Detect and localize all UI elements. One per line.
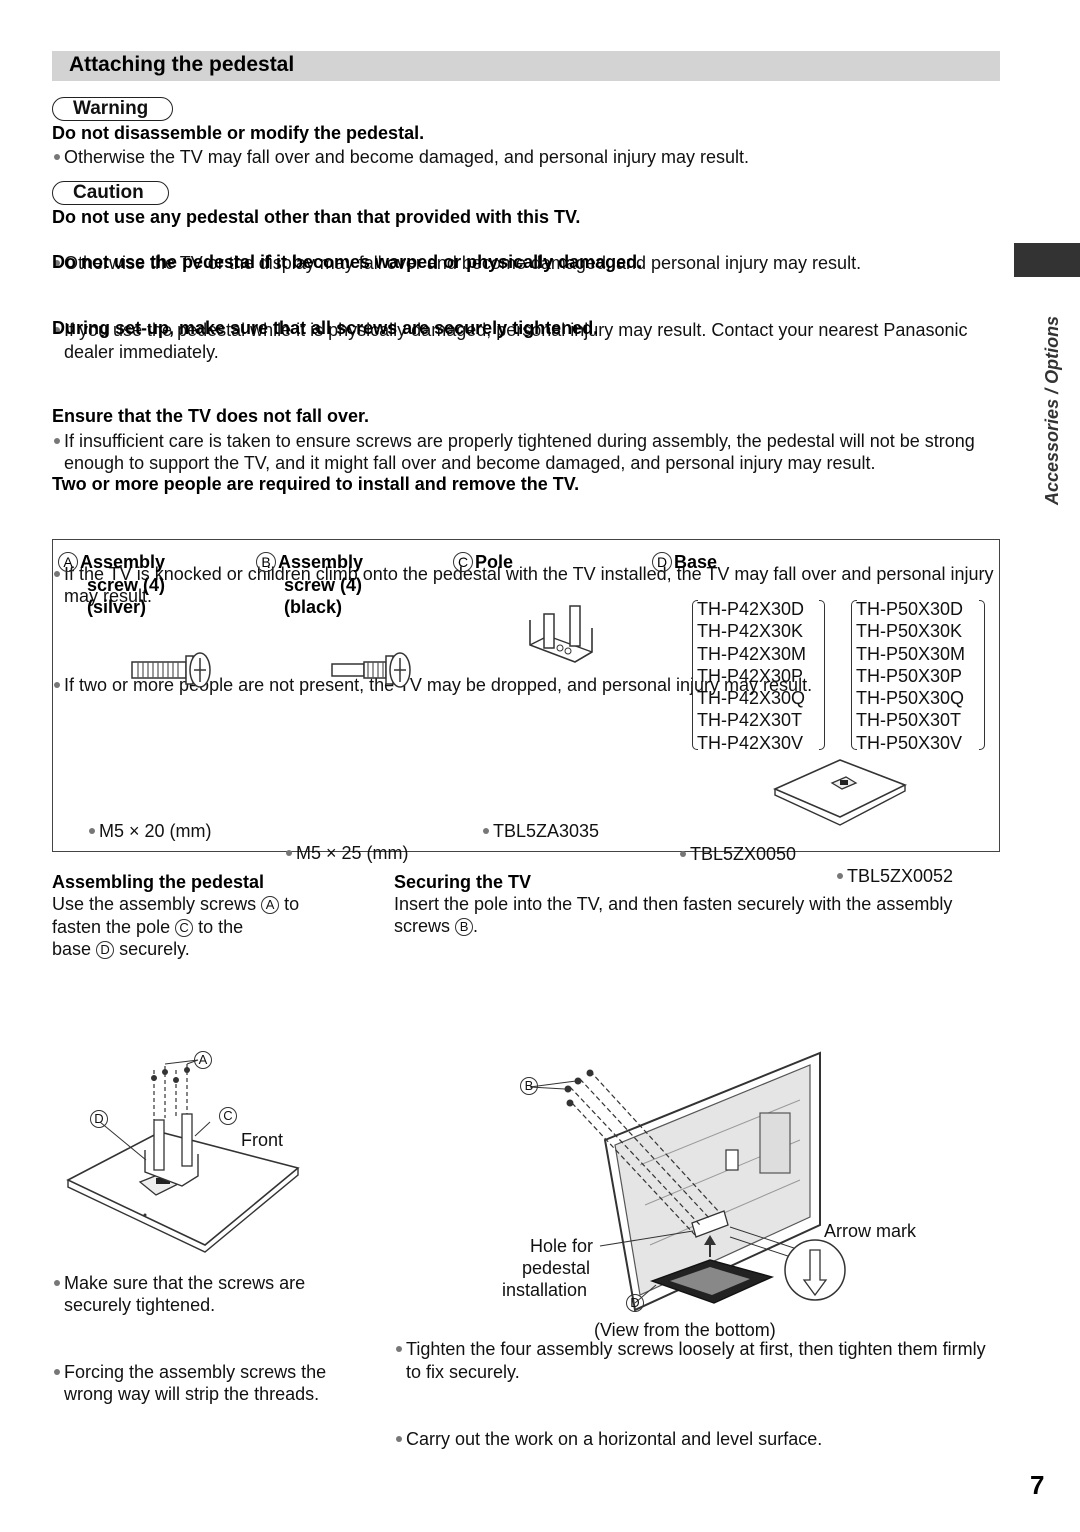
caution-heading-3: During set-up, make sure that all screws… — [52, 318, 599, 338]
screw-a-icon — [131, 652, 211, 688]
model-item: TH-P42X30V — [697, 732, 804, 753]
section-header-bar: Attaching the pedestal — [52, 51, 1000, 81]
diagram-front-label: Front — [241, 1130, 284, 1150]
model-item: TH-P42X30P — [697, 665, 804, 686]
caution-label: Caution — [73, 182, 144, 203]
part-b-spec: M5 × 25 (mm) — [284, 842, 1080, 864]
arrow-mark-label: Arrow mark — [824, 1221, 917, 1241]
hole-label-line3: installation — [502, 1280, 588, 1300]
caution-heading-1: Do not use any pedestal other than that … — [52, 207, 581, 227]
models-bracket-left — [692, 600, 698, 750]
model-item: TH-P42X30K — [697, 621, 804, 642]
letter-b-ref: B — [455, 918, 474, 937]
caution-heading-5: Two or more people are required to insta… — [52, 474, 580, 494]
letter-c-ref: C — [175, 919, 194, 937]
warning-label: Warning — [73, 98, 149, 119]
warning-heading: Do not disassemble or modify the pedesta… — [52, 123, 425, 143]
accessories-parts-box — [52, 539, 1000, 852]
caution-badge: Caution — [52, 181, 169, 205]
model-item: TH-P50X30Q — [856, 688, 965, 709]
model-item: TH-P50X30D — [856, 599, 964, 619]
part-c-spec: TBL5ZA3035 — [481, 820, 1080, 842]
caution-bullet-1: Otherwise the TV or the display may fall… — [52, 252, 1004, 274]
securing-tv-diagram — [529, 1051, 846, 1312]
page-number: 7 — [1030, 1470, 1045, 1500]
tv-diagram-label-b: B — [520, 1077, 538, 1096]
part-a-line2: screw (4) — [87, 575, 166, 595]
assembling-bullet-1: Make sure that the screws are securely t… — [52, 1272, 364, 1317]
assembling-heading: Assembling the pedestal — [52, 872, 265, 892]
hole-label-line2: pedestal — [522, 1258, 591, 1278]
assembling-text-line3: base D securely. — [52, 939, 190, 959]
models-list-50: TH-P50X30D TH-P50X30K TH-P50X30M TH-P50X… — [852, 598, 969, 754]
assembly-diagram — [66, 1059, 300, 1253]
part-a-spec: M5 × 20 (mm) — [87, 820, 1080, 842]
caution-bullet-5: If two or more people are not present, t… — [52, 674, 1004, 696]
part-a-letter: A — [58, 552, 78, 572]
letter-d-ref: D — [96, 941, 115, 959]
pole-icon — [529, 605, 593, 663]
view-from-bottom-label: (View from the bottom) — [594, 1320, 776, 1340]
model-item: TH-P50X30K — [856, 621, 963, 642]
caution-heading-2: Do not use the pedestal if it becomes wa… — [52, 252, 643, 272]
model-item: TH-P50X30V — [856, 732, 963, 753]
part-b-line3: (black) — [284, 597, 343, 617]
model-item: TH-P42X30M — [697, 643, 807, 664]
caution-bullet-4: If the TV is knocked or children climb o… — [52, 563, 1004, 608]
securing-bullet-1: Tighten the four assembly screws loosely… — [394, 1338, 986, 1383]
part-d-part2: TBL5ZX0052 — [835, 865, 1080, 887]
securing-text: Insert the pole into the TV, and then fa… — [394, 894, 953, 937]
part-a-line3: (silver) — [87, 597, 147, 617]
diagram-label-c: C — [219, 1107, 237, 1126]
chapter-side-label: Accessories / Options — [1042, 315, 1062, 505]
models-bracket-right — [979, 600, 985, 750]
model-item: TH-P42X30Q — [697, 688, 806, 709]
warning-badge: Warning — [52, 97, 174, 121]
caution-heading-4: Ensure that the TV does not fall over. — [52, 406, 370, 426]
model-item: TH-P42X30T — [697, 710, 803, 731]
part-d-letter: D — [652, 552, 672, 572]
model-item: TH-P42X30D — [697, 599, 805, 619]
caution-bullet-3: If insufficient care is taken to ensure … — [52, 430, 1000, 475]
caution-bullet-2: If you use the pedestal while it is phys… — [52, 319, 1010, 364]
part-c-letter: C — [453, 552, 473, 572]
hole-label-line1: Hole for — [530, 1236, 594, 1256]
base-icon — [773, 759, 907, 826]
section-title: Attaching the pedestal — [69, 53, 295, 76]
model-item: TH-P50X30P — [856, 665, 963, 686]
diagram-label-a: A — [194, 1051, 212, 1070]
assembling-text-line1: Use the assembly screws A to — [52, 894, 300, 914]
assembling-text-line2: fasten the pole C to the — [52, 917, 244, 937]
assembling-bullet-2: Forcing the assembly screws the wrong wa… — [52, 1361, 379, 1406]
part-b-letter: B — [256, 552, 276, 572]
chapter-tab-marker — [1014, 243, 1080, 277]
models-bracket-left — [851, 600, 857, 750]
tv-diagram-label-d: D — [626, 1294, 644, 1313]
securing-heading: Securing the TV — [394, 872, 532, 892]
part-d-part1: TBL5ZX0050 — [678, 843, 1080, 865]
part-b-line2: screw (4) — [284, 575, 363, 595]
model-item: TH-P50X30M — [856, 643, 966, 664]
models-bracket-right — [819, 600, 825, 750]
diagram-label-d: D — [90, 1110, 108, 1129]
securing-bullet-2: Carry out the work on a horizontal and l… — [394, 1428, 986, 1450]
model-item: TH-P50X30T — [856, 710, 962, 731]
models-list-42: TH-P42X30D TH-P42X30K TH-P42X30M TH-P42X… — [693, 598, 810, 754]
warning-bullet: Otherwise the TV may fall over and becom… — [52, 146, 994, 168]
screw-b-icon — [331, 652, 411, 688]
letter-a-ref: A — [261, 896, 280, 914]
